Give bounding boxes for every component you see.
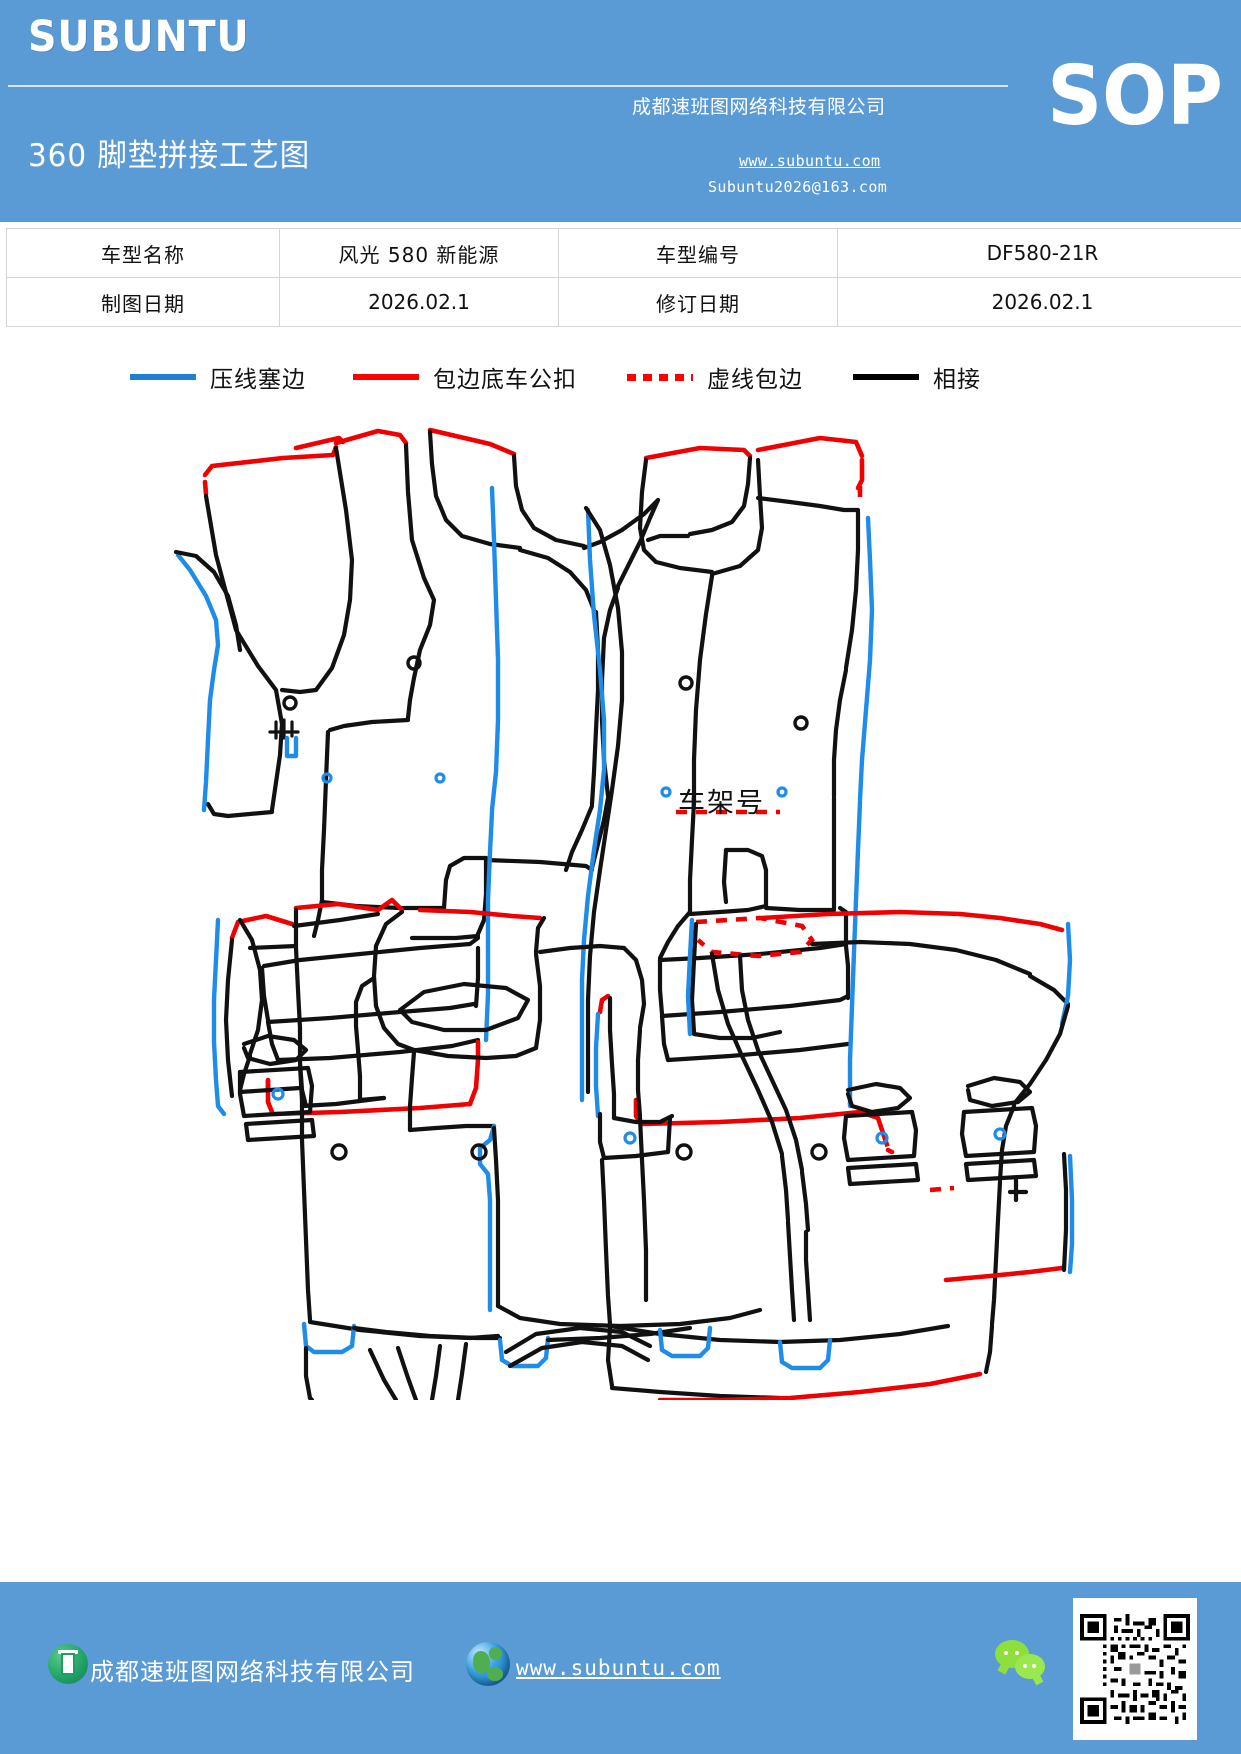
sop-badge: SOP — [1047, 49, 1223, 144]
legend-swatch-red-line-icon — [353, 374, 419, 380]
panel-centre-flap — [503, 1325, 653, 1369]
cell-model-code-value: DF580-21R — [837, 228, 1241, 278]
cell-model-name-value: 风光 580 新能源 — [279, 228, 559, 278]
fastener-hole-blue — [993, 1127, 1007, 1141]
fastener-hole-blue — [321, 772, 333, 784]
fastener-hole — [810, 1143, 828, 1161]
legend-item-press-edge: 压线塞边 — [130, 360, 306, 394]
cell-draw-date-label: 制图日期 — [6, 277, 280, 327]
fastener-hole-blue — [776, 786, 788, 798]
building-icon — [48, 1644, 88, 1684]
legend-swatch-blue-line-icon — [130, 374, 196, 380]
legend-label: 压线塞边 — [210, 367, 306, 393]
panel-driver-front-mat — [173, 427, 661, 1117]
panel-rear-left-mat — [211, 897, 763, 1400]
cell-model-code-label: 车型编号 — [558, 228, 838, 278]
vin-label: 车架号 — [678, 788, 765, 819]
cell-draw-date-value: 2026.02.1 — [279, 277, 559, 327]
qr-code[interactable] — [1073, 1598, 1197, 1740]
fastener-hole — [406, 655, 422, 671]
legend-item-joint: 相接 — [853, 360, 981, 394]
fastener-hole-blue — [660, 786, 672, 798]
globe-icon — [466, 1642, 510, 1686]
legend-label: 相接 — [933, 367, 981, 393]
fastener-hole-blue — [434, 772, 446, 784]
header-email[interactable]: Subuntu2026@163.com — [708, 178, 888, 196]
table-row: 制图日期 2026.02.1 修订日期 2026.02.1 — [6, 277, 1241, 327]
header-website-link[interactable]: www.subuntu.com — [739, 152, 881, 170]
legend-item-dashed-edge: 虚线包边 — [627, 360, 803, 394]
footer-company-name: 成都速班图网络科技有限公司 — [90, 1658, 415, 1686]
technical-drawing-canvas: 车架号 — [0, 400, 1241, 1400]
brand-logo-text: SUBUNTU — [28, 12, 250, 62]
legend-swatch-red-dotted-line-icon — [627, 373, 693, 381]
page-header: SUBUNTU 360 脚垫拼接工艺图 成都速班图网络科技有限公司 www.su… — [0, 0, 1241, 222]
wechat-icon — [995, 1640, 1049, 1684]
fastener-hole — [330, 1143, 348, 1161]
header-company-name: 成都速班图网络科技有限公司 — [632, 96, 886, 118]
page-footer: 成都速班图网络科技有限公司 www.subuntu.com — [0, 1582, 1241, 1754]
cell-model-name-label: 车型名称 — [6, 228, 280, 278]
fastener-hole — [675, 1143, 693, 1161]
legend-label: 虚线包边 — [707, 367, 803, 393]
page-title: 360 脚垫拼接工艺图 — [28, 138, 311, 174]
header-divider — [8, 85, 1008, 87]
vehicle-info-table: 车型名称 风光 580 新能源 车型编号 DF580-21R 制图日期 2026… — [6, 228, 1241, 327]
panel-rear-right-mat — [593, 909, 1075, 1400]
legend-item-bottom-buckle: 包边底车公扣 — [353, 360, 577, 394]
legend-label: 包边底车公扣 — [433, 367, 577, 393]
cell-revise-date-value: 2026.02.1 — [837, 277, 1241, 327]
fastener-hole-blue — [623, 1131, 637, 1145]
legend-swatch-black-line-icon — [853, 374, 919, 380]
fastener-hole — [793, 715, 809, 731]
cell-revise-date-label: 修订日期 — [558, 277, 838, 327]
fastener-hole — [470, 1143, 488, 1161]
fastener-hole — [678, 675, 694, 691]
table-row: 车型名称 风光 580 新能源 车型编号 DF580-21R — [6, 228, 1241, 278]
legend: 压线塞边 包边底车公扣 虚线包边 相接 — [0, 356, 1241, 398]
footer-website-link[interactable]: www.subuntu.com — [516, 1656, 721, 1680]
fastener-hole — [282, 695, 298, 711]
fastener-hole-blue — [875, 1131, 889, 1145]
fastener-hole-blue — [271, 1087, 285, 1101]
